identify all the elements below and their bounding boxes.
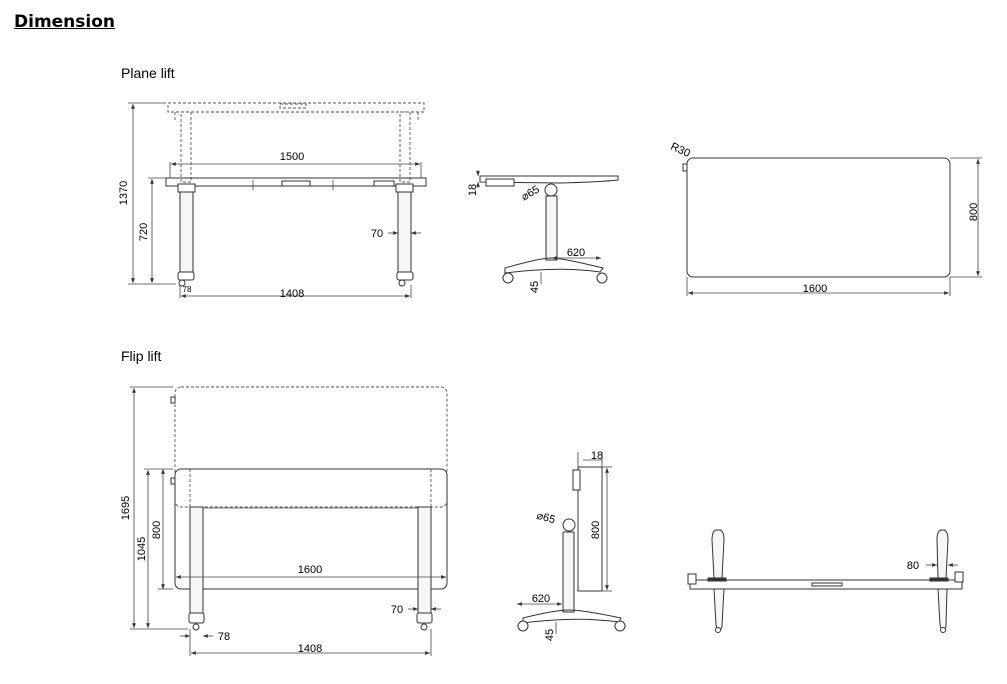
dim-flip-base-width: 1408 bbox=[298, 643, 322, 655]
dim-plane-total-height: 1370 bbox=[118, 181, 130, 205]
section-title-flip-lift: Flip lift bbox=[121, 348, 162, 364]
dim-flip-side-depth: 620 bbox=[532, 593, 550, 605]
dim-flip-top-leg-width: 80 bbox=[907, 560, 919, 572]
dim-flip-total-height: 1695 bbox=[120, 496, 132, 520]
flip-lift-side-view: 18 800 ⌀65 620 45 bbox=[517, 450, 626, 641]
page-heading: Dimension bbox=[14, 12, 116, 32]
dim-flip-foot-offset: 78 bbox=[218, 631, 230, 643]
dim-flip-top-width: 1600 bbox=[298, 564, 322, 576]
section-title-plane-lift: Plane lift bbox=[121, 65, 175, 81]
dim-flip-desk-height: 1045 bbox=[136, 537, 148, 561]
dim-plane-top-depth: 800 bbox=[968, 203, 980, 221]
dim-plane-column-diameter: ⌀65 bbox=[519, 183, 541, 203]
flip-lift-top-view: 80 bbox=[687, 529, 964, 633]
plane-lift-front-view: 1370 720 1500 70 78 1408 bbox=[118, 102, 427, 300]
flip-lift-front-view: 1695 1045 800 1600 70 78 1408 bbox=[120, 386, 448, 656]
dim-plane-top-width: 1500 bbox=[280, 151, 304, 163]
plane-lift-top-view: R30 800 1600 bbox=[669, 141, 982, 296]
dim-plane-corner-radius: R30 bbox=[669, 141, 692, 160]
dim-flip-leg-width: 70 bbox=[391, 604, 403, 616]
dim-plane-wheel-height: 45 bbox=[529, 281, 541, 293]
dim-plane-base-width: 1408 bbox=[280, 288, 304, 300]
dim-flip-side-thickness: 18 bbox=[591, 450, 603, 462]
dim-plane-side-thickness: 18 bbox=[467, 184, 479, 196]
dim-plane-top-width: 1600 bbox=[803, 283, 827, 295]
dim-plane-foot-offset: 78 bbox=[183, 285, 192, 294]
dim-flip-wheel-height: 45 bbox=[544, 629, 556, 641]
dim-flip-column-diameter: ⌀65 bbox=[535, 510, 556, 526]
dim-plane-desk-height: 720 bbox=[138, 223, 150, 241]
dim-flip-top-depth: 800 bbox=[151, 521, 163, 539]
dim-flip-side-depth-800: 800 bbox=[590, 521, 602, 539]
plane-lift-side-view: 18 ⌀65 620 45 bbox=[467, 170, 619, 293]
dim-plane-leg-width: 70 bbox=[371, 228, 383, 240]
dim-plane-side-depth: 620 bbox=[567, 247, 585, 259]
